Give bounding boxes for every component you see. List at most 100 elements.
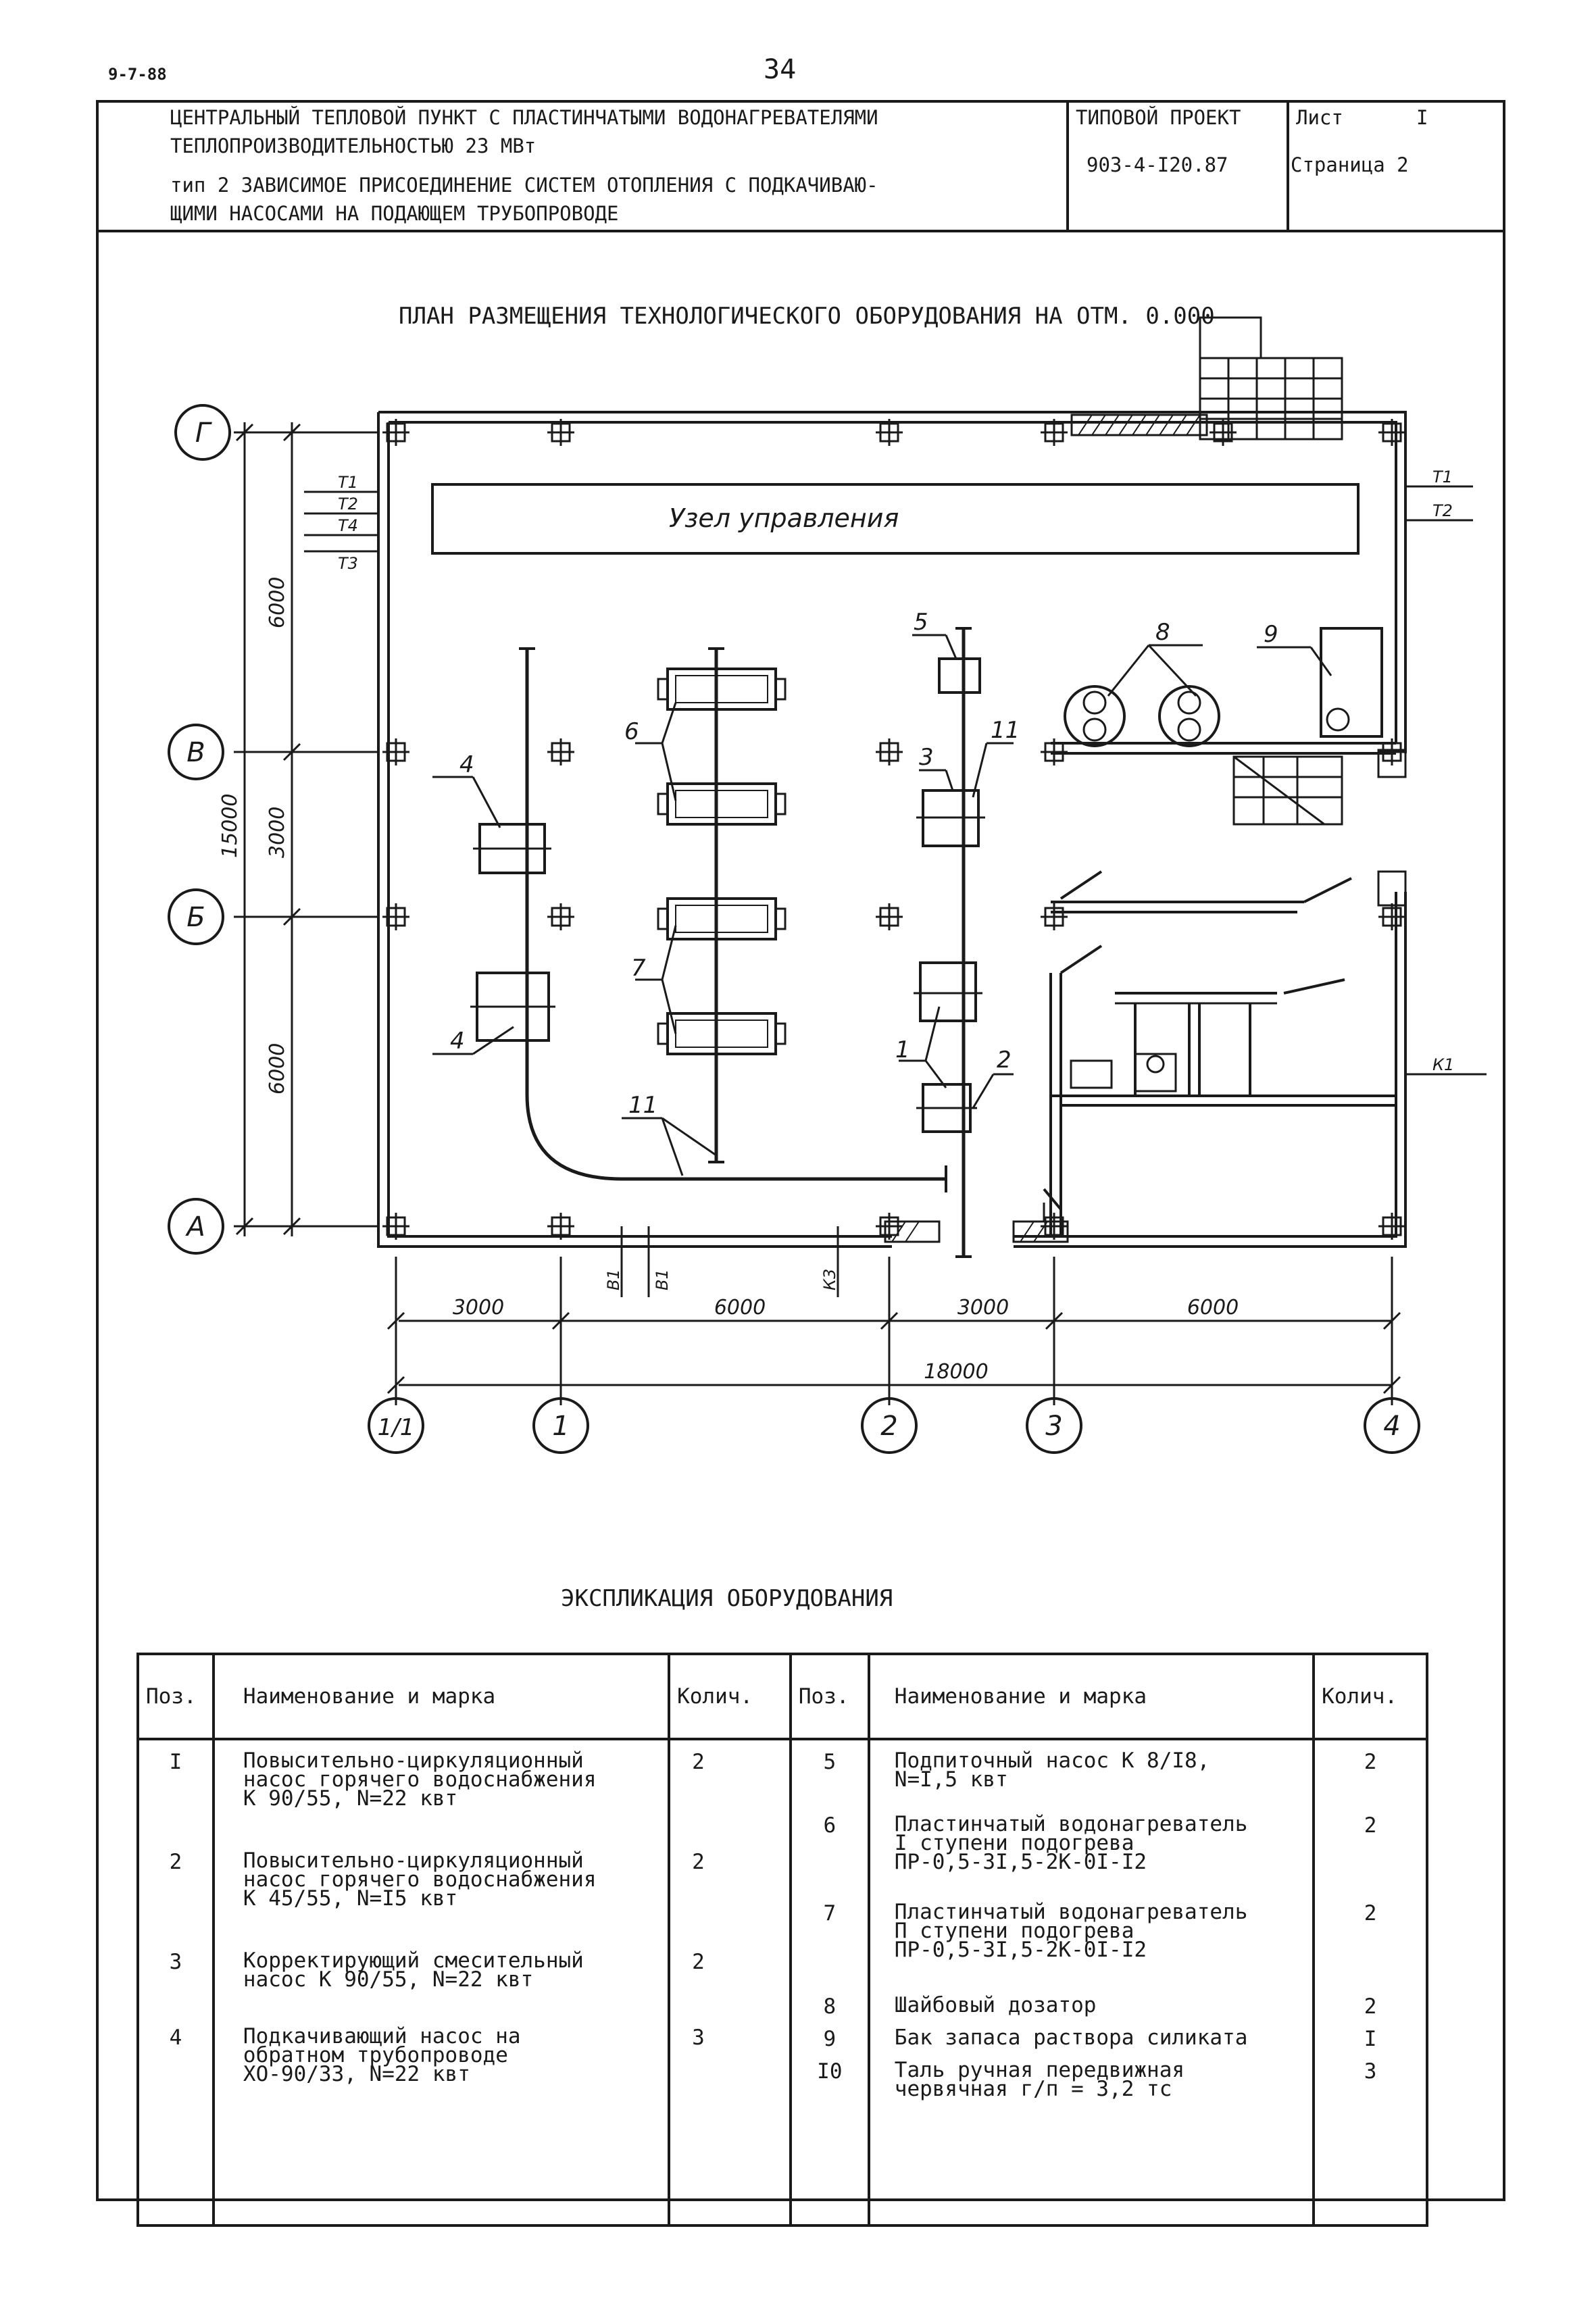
col-axis-2: 2 <box>880 1411 897 1442</box>
table-cell: I0 <box>817 2059 843 2084</box>
callout-5: 5 <box>914 609 928 636</box>
header-pos-2: Поз. <box>789 1653 870 1740</box>
table-cell: 2 <box>692 1950 705 1974</box>
table-cell: 9 <box>823 2027 837 2051</box>
header-qty: Колич. <box>668 1653 792 1740</box>
explication-table: Поз. Наименование и марка Колич. Поз. На… <box>136 1653 1428 2227</box>
callout-4a: 4 <box>459 751 474 778</box>
sheet-value: I <box>1416 106 1428 129</box>
table-cell: Подкачивающий насос на обратном трубопро… <box>243 2024 521 2086</box>
pipe-label-left-1: Т1 <box>338 473 358 492</box>
pipe-label-left-3: Т4 <box>338 516 358 535</box>
callout-2: 2 <box>997 1047 1012 1074</box>
column-marker <box>382 419 409 446</box>
title-line-1: ЦЕНТРАЛЬНЫЙ ТЕПЛОВОЙ ПУНКТ С ПЛАСТИНЧАТЫ… <box>170 106 878 129</box>
pipe-label-right-2: Т2 <box>1432 501 1453 520</box>
table-cell: 2 <box>1364 1813 1377 1838</box>
table-cell: I <box>169 1750 182 1774</box>
callout-3: 3 <box>919 744 934 771</box>
table-cell: 2 <box>1364 1750 1377 1774</box>
left-qty-col: 2 2 2 3 <box>668 1738 792 2227</box>
floor-plan: Узел управления Г В Б А 1/1 1 2 3 4 6000… <box>168 316 1487 1454</box>
callout-8: 8 <box>1155 619 1170 646</box>
header-name-2: Наименование и марка <box>867 1653 1316 1740</box>
bottom-dim-2: 6000 <box>714 1296 766 1319</box>
control-unit-label: Узел управления <box>669 503 899 533</box>
table-cell: 4 <box>169 2026 182 2050</box>
table-cell: Подпиточный насос К 8/I8, N=I,5 квт <box>894 1749 1210 1792</box>
bottom-dim-1: 3000 <box>453 1296 504 1319</box>
title-block-sheet <box>1287 100 1505 232</box>
callout-4b: 4 <box>450 1028 465 1055</box>
table-cell: Пластинчатый водонагреватель П ступени п… <box>894 1900 1248 1962</box>
left-dim-total: 15000 <box>218 794 242 858</box>
title-line-2: ТЕПЛОПРОИЗВОДИТЕЛЬНОСТЬЮ 23 МВт <box>170 134 537 157</box>
table-cell: 5 <box>823 1750 837 1774</box>
callout-11a: 11 <box>991 717 1020 744</box>
header-qty-2: Колич. <box>1312 1653 1428 1740</box>
title-block-project <box>1066 100 1289 232</box>
page-number: 34 <box>764 54 797 85</box>
table-cell: 6 <box>823 1813 837 1838</box>
col-axis-1: 1 <box>552 1411 569 1442</box>
document-code: 9-7-88 <box>108 65 167 84</box>
left-dim-1: 6000 <box>266 577 289 628</box>
row-axis-g: Г <box>195 418 212 449</box>
table-cell: 2 <box>169 1850 182 1874</box>
pipe-label-left-2: Т2 <box>338 495 358 513</box>
right-pos-col: 5 6 7 8 9 I0 <box>789 1738 870 2227</box>
left-dim-3: 6000 <box>266 1043 289 1095</box>
table-cell: 7 <box>823 1901 837 1926</box>
pipe-label-left-4: Т3 <box>338 554 358 573</box>
table-header-row: Поз. Наименование и марка Колич. Поз. На… <box>136 1653 1428 1740</box>
table-cell: 3 <box>692 2026 705 2050</box>
page-label: Страница 2 <box>1291 153 1409 176</box>
title-line-3: тип 2 ЗАВИСИМОЕ ПРИСОЕДИНЕНИЕ СИСТЕМ ОТО… <box>170 174 878 197</box>
callout-1: 1 <box>895 1036 910 1063</box>
col-axis-1-1: 1/1 <box>378 1414 415 1441</box>
table-cell: 2 <box>1364 1901 1377 1926</box>
explication-title: ЭКСПЛИКАЦИЯ ОБОРУДОВАНИЯ <box>561 1585 893 1612</box>
pipe-label-b1-b: В1 <box>653 1269 672 1290</box>
row-axis-b: Б <box>186 902 205 933</box>
pipe-label-right-1: Т1 <box>1432 468 1453 486</box>
table-cell: 2 <box>1364 1994 1377 2019</box>
left-pos-col: I 2 3 4 <box>136 1738 215 2227</box>
header-name: Наименование и марка <box>211 1653 671 1740</box>
table-cell: Повысительно-циркуляционный насос горяче… <box>243 1749 597 1811</box>
row-axis-v: В <box>186 737 205 768</box>
table-cell: I <box>1364 2027 1377 2051</box>
right-qty-col: 2 2 2 2 I 3 <box>1312 1738 1428 2227</box>
bottom-dim-4: 6000 <box>1187 1296 1239 1319</box>
plan-title: ПЛАН РАЗМЕЩЕНИЯ ТЕХНОЛОГИЧЕСКОГО ОБОРУДО… <box>399 303 1215 330</box>
table-cell: Шайбовый дозатор <box>894 1993 1097 2017</box>
pipe-label-k3: К3 <box>820 1269 839 1290</box>
bottom-dim-3: 3000 <box>957 1296 1009 1319</box>
table-cell: 3 <box>1364 2059 1377 2084</box>
sheet-label: Лист <box>1296 106 1343 129</box>
bottom-dim-total: 18000 <box>924 1360 988 1384</box>
table-cell: Пластинчатый водонагреватель I ступени п… <box>894 1812 1248 1874</box>
right-name-col: Подпиточный насос К 8/I8, N=I,5 квт Плас… <box>867 1738 1316 2227</box>
project-label: ТИПОВОЙ ПРОЕКТ <box>1076 106 1241 129</box>
col-axis-3: 3 <box>1045 1411 1062 1442</box>
left-dim-2: 3000 <box>266 807 289 858</box>
table-cell: Повысительно-циркуляционный насос горяче… <box>243 1848 597 1911</box>
table-cell: 2 <box>692 1750 705 1774</box>
callout-9: 9 <box>1264 621 1278 648</box>
project-code: 903-4-I20.87 <box>1087 153 1228 176</box>
callout-11b: 11 <box>628 1092 657 1119</box>
callout-6: 6 <box>624 718 639 745</box>
table-cell: 2 <box>692 1850 705 1874</box>
header-pos: Поз. <box>136 1653 215 1740</box>
title-line-4: ЩИМИ НАСОСАМИ НА ПОДАЮЩЕМ ТРУБОПРОВОДЕ <box>170 202 619 225</box>
callout-7: 7 <box>631 955 646 982</box>
left-name-col: Повысительно-циркуляционный насос горяче… <box>211 1738 671 2227</box>
table-cell: Бак запаса раствора силиката <box>894 2026 1248 2050</box>
table-body-row: I 2 3 4 Повысительно-циркуляционный насо… <box>136 1738 1428 2227</box>
title-block-description <box>96 100 1069 232</box>
pipe-label-k1: К1 <box>1432 1055 1454 1074</box>
table-cell: 3 <box>169 1950 182 1974</box>
table-cell: Таль ручная передвижная червячная г/п = … <box>894 2058 1185 2101</box>
table-cell: Корректирующий смесительный насос К 90/5… <box>243 1948 584 1992</box>
